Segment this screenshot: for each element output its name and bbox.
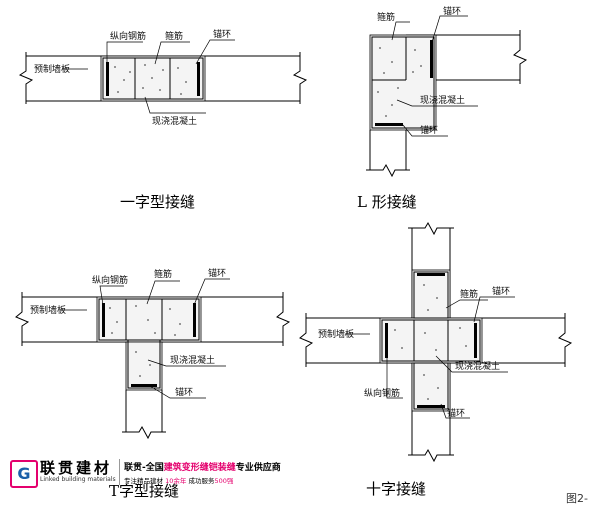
t-stirrup-label: 箍筋 [154, 268, 172, 280]
cross-anchor-ring-label: 锚环 [492, 285, 510, 297]
t-longitudinal-rebar-label: 纵向钢筋 [92, 274, 128, 286]
l-joint-title: L 形接缝 [357, 193, 417, 211]
straight-joint-title: 一字型接缝 [120, 193, 195, 211]
t-joint-title: T字型接缝 [109, 482, 179, 500]
l-anchor-ring-bottom-label: 锚环 [420, 124, 438, 136]
concrete-speckles [377, 47, 422, 117]
cross-longitudinal-rebar-label: 纵向钢筋 [364, 387, 400, 399]
t-cast-concrete-label: 现浇混凝土 [170, 354, 215, 366]
straight-precast-wall-label: 预制墙板 [34, 63, 70, 75]
t-precast-wall-label: 预制墙板 [30, 304, 66, 316]
brand-sub-highlight-2: 500强 [214, 477, 234, 485]
brand-slogan-highlight: 建筑变形缝铠装缝 [163, 463, 236, 473]
straight-stirrup-label: 箍筋 [165, 30, 183, 42]
brand-separator [119, 459, 120, 485]
straight-longitudinal-rebar-label: 纵向钢筋 [110, 30, 146, 42]
brand-name-en: Linked building materials [40, 476, 116, 483]
concrete-speckles [394, 284, 467, 400]
straight-joint-drawing: 纵向钢筋 箍筋 锚环 预制墙板 现浇混凝土 [18, 28, 308, 127]
cross-joint-drawing: 箍筋 锚环 预制墙板 现浇混凝土 纵向钢筋 锚环 [299, 221, 573, 463]
brand-subline: 专注精品建材 10余年 成功服务500强 [124, 475, 233, 485]
t-joint-drawing: 纵向钢筋 箍筋 锚环 预制墙板 现浇混凝土 锚环 [15, 267, 291, 440]
brand-sub-mid: 成功服务 [188, 477, 215, 485]
cross-precast-wall-label: 预制墙板 [318, 328, 354, 340]
brand-sub-pre: 专注精品建材 [124, 477, 163, 485]
cross-cast-concrete-label: 现浇混凝土 [455, 360, 500, 372]
straight-cast-concrete-label: 现浇混凝土 [152, 115, 197, 127]
cross-joint-title: 十字接缝 [366, 480, 426, 498]
l-stirrup-label: 箍筋 [377, 11, 395, 23]
straight-anchor-ring-label: 锚环 [213, 28, 231, 40]
l-cast-concrete-label: 现浇混凝土 [420, 94, 465, 106]
brand-sub-highlight-1: 10余年 [165, 477, 187, 485]
brand-slogan-post: 专业供应商 [235, 463, 281, 473]
l-anchor-ring-label: 锚环 [443, 5, 461, 17]
brand-slogan-pre: 联贯-全国 [124, 463, 164, 473]
brand-slogan: 联贯-全国建筑变形缝铠装缝专业供应商 [124, 460, 281, 473]
t-anchor-ring-label: 锚环 [208, 267, 226, 279]
cross-stirrup-label: 箍筋 [460, 288, 478, 300]
concrete-speckles [114, 64, 187, 95]
figure-number: 图2- [566, 492, 588, 505]
brand-logo-icon: G [10, 460, 38, 488]
l-joint-drawing: 箍筋 锚环 现浇混凝土 锚环 [366, 5, 528, 178]
brand-name: 联贯建材 [40, 459, 113, 477]
t-anchor-ring-bottom-label: 锚环 [175, 386, 193, 398]
cross-anchor-ring-bottom-label: 锚环 [447, 407, 465, 419]
concrete-speckles [109, 305, 181, 377]
